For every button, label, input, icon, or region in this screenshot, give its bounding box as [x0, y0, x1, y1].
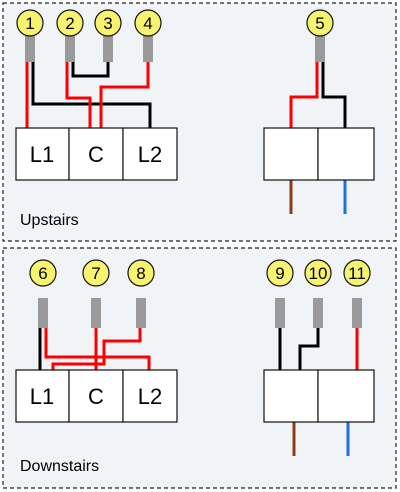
upstairs-connector-block — [263, 127, 375, 181]
upstairs-switch: L1 C L2 — [15, 127, 178, 181]
bulb-base — [65, 32, 75, 62]
bulb-base — [25, 32, 35, 62]
wire-bulb8-to-L1 — [51, 328, 142, 370]
bulb-number: 7 — [91, 264, 100, 283]
bulb-base — [91, 298, 101, 328]
terminal-label-C: C — [88, 142, 104, 167]
bulb-base — [38, 298, 48, 328]
bulb-glass — [16, 9, 44, 37]
downstairs-switch: L1 C L2 — [15, 369, 178, 423]
bulb-9: 9 — [266, 259, 294, 328]
connector-left — [263, 127, 319, 181]
bulb-3: 3 — [94, 9, 122, 62]
bulb-glass — [134, 9, 162, 37]
terminal-L2 — [122, 369, 178, 423]
terminal-label-L1: L1 — [30, 384, 54, 409]
downstairs-label: Downstairs — [20, 458, 99, 475]
bulb-glass — [127, 259, 155, 287]
bulb-glass — [56, 9, 84, 37]
bulb-number: 8 — [136, 264, 145, 283]
bulb-glass — [82, 259, 110, 287]
bulb-6: 6 — [29, 259, 57, 328]
bulb-base — [143, 32, 153, 62]
terminal-C — [68, 127, 124, 181]
bulb-number: 6 — [38, 264, 47, 283]
terminal-label-L2: L2 — [138, 142, 162, 167]
bulb-5: 5 — [306, 9, 334, 62]
terminal-label-L1: L1 — [30, 142, 54, 167]
bulb-number: 3 — [103, 14, 112, 33]
bulb-number: 11 — [348, 264, 366, 283]
connector-right — [317, 369, 375, 423]
bulb-base — [136, 298, 146, 328]
terminal-C — [68, 369, 124, 423]
bulb-base — [313, 298, 323, 328]
downstairs-panel: L1 C L2 6 7 8 9 — [2, 247, 397, 489]
terminal-label-L2: L2 — [138, 384, 162, 409]
bulb-glass — [343, 259, 371, 287]
bulb-base — [103, 32, 113, 62]
bulb-4: 4 — [134, 9, 162, 62]
bulb-8: 8 — [127, 259, 155, 328]
bulb-number: 9 — [275, 264, 284, 283]
wire-bulb5-red — [289, 62, 319, 128]
upstairs-panel-border — [2, 2, 397, 242]
downstairs-connector-block — [263, 369, 375, 423]
bulb-base — [352, 298, 362, 328]
wire-bulb4-to-C — [99, 62, 150, 128]
bulb-base — [275, 298, 285, 328]
bulb-glass — [266, 259, 294, 287]
bulb-number: 4 — [143, 14, 152, 33]
connector-right — [317, 127, 375, 181]
bulb-number: 5 — [315, 14, 324, 33]
bulb-glass — [29, 259, 57, 287]
wire-bulb2-to-bulb3 — [71, 62, 110, 78]
bulb-2: 2 — [56, 9, 84, 62]
connector-left — [263, 369, 319, 423]
terminal-L2 — [122, 127, 178, 181]
wire-bulb10-black — [298, 328, 320, 370]
bulb-number: 10 — [309, 264, 328, 283]
bulb-number: 2 — [65, 14, 74, 33]
bulb-10: 10 — [304, 259, 332, 328]
upstairs-panel: L1 C L2 1 2 3 4 — [2, 2, 397, 242]
wire-bulb2-to-C — [65, 62, 92, 128]
bulb-glass — [94, 9, 122, 37]
bulb-glass — [304, 259, 332, 287]
bulb-11: 11 — [343, 259, 371, 328]
upstairs-label: Upstairs — [20, 212, 79, 229]
bulb-glass — [306, 9, 334, 37]
bulb-number: 1 — [25, 14, 34, 33]
bulb-1: 1 — [16, 9, 44, 62]
terminal-L1 — [15, 369, 70, 423]
bulb-base — [315, 32, 325, 62]
terminal-label-C: C — [88, 384, 104, 409]
wire-bulb5-black — [321, 62, 347, 128]
downstairs-panel-border — [2, 247, 397, 489]
bulb-7: 7 — [82, 259, 110, 328]
